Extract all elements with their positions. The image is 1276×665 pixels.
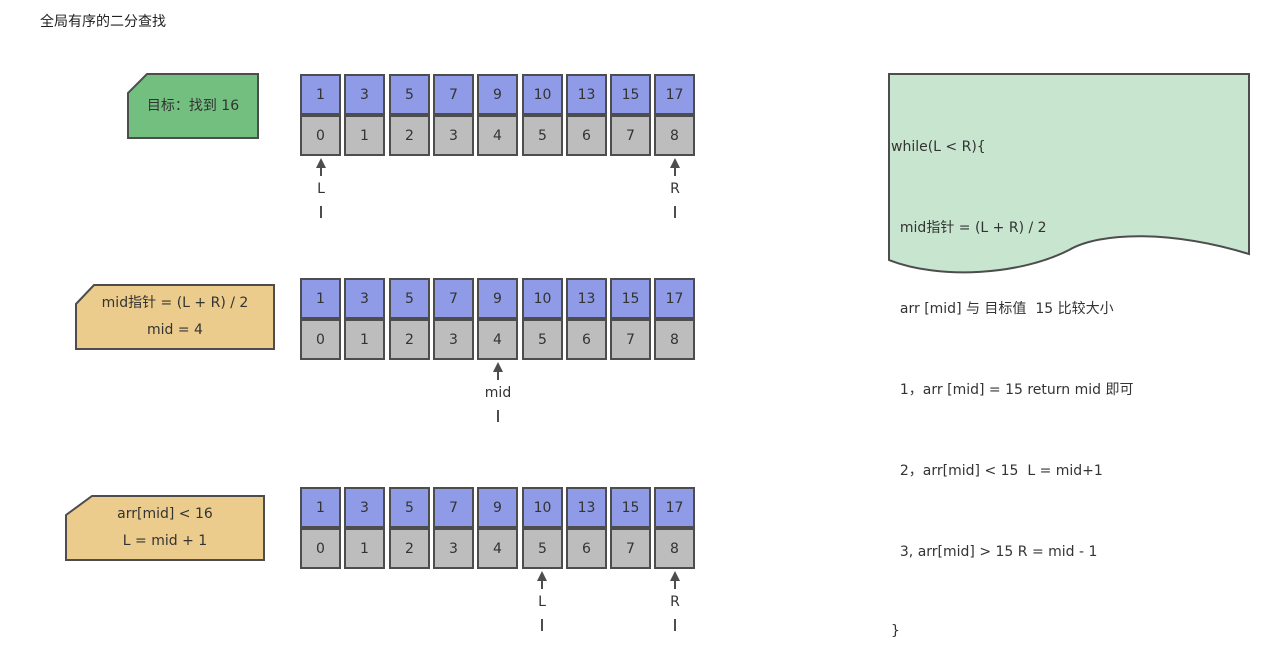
array-3-value-cell: 7: [433, 487, 474, 528]
array-3-value-cell: 5: [389, 487, 430, 528]
array-2-index-cell: 0: [300, 319, 341, 360]
pointer-label-mid: mid: [484, 385, 512, 401]
array-3-index-cell: 7: [610, 528, 651, 569]
code-line-2: mid指针 = (L + R) / 2: [891, 220, 1047, 236]
step-note-1: mid指针 = (L + R) / 2 mid = 4: [76, 285, 274, 349]
pointer-mid-tail: [497, 410, 499, 422]
array-1-index-cell: 3: [433, 115, 474, 156]
array-2-value-cell: 13: [566, 278, 607, 319]
array-1-value-cell: 3: [344, 74, 385, 115]
code-note-shape: [888, 73, 1250, 274]
step-note-2-line-2: L = mid + 1: [122, 533, 208, 549]
pointer-L-tail: [541, 619, 543, 631]
array-2-index-cell: 8: [654, 319, 695, 360]
array-1-index-cell: 5: [522, 115, 563, 156]
array-1-value-cell: 9: [477, 74, 518, 115]
code-line-6: 3, arr[mid] > 15 R = mid - 1: [891, 544, 1098, 560]
target-note-shape: [65, 73, 1250, 561]
pointer-label-L: L: [538, 594, 546, 610]
array-3-value-cell: 10: [522, 487, 563, 528]
array-2-value-cell: 5: [389, 278, 430, 319]
array-3-value-cell: 15: [610, 487, 651, 528]
array-3-value-cell: 17: [654, 487, 695, 528]
array-1-index-cell: 0: [300, 115, 341, 156]
array-1-index-cell: 2: [389, 115, 430, 156]
array-3-index-cell: 6: [566, 528, 607, 569]
array-3-value-cell: 13: [566, 487, 607, 528]
array-3-index-cell: 1: [344, 528, 385, 569]
target-note-text: 目标：找到 16: [146, 97, 240, 114]
array-2-index-cell: 5: [522, 319, 563, 360]
step-note-1-shape: [75, 284, 275, 350]
array-3-index-cell: 4: [477, 528, 518, 569]
step-note-2-shape: [65, 495, 265, 561]
pointer-label-R: R: [670, 594, 680, 610]
array-2-index-cell: 7: [610, 319, 651, 360]
array-3-value-cell: 9: [477, 487, 518, 528]
step-note-1-line-2: mid = 4: [147, 322, 203, 338]
pointer-R-tail: [674, 206, 676, 218]
array-1-value-cell: 15: [610, 74, 651, 115]
target-note: 目标：找到 16: [128, 74, 258, 138]
code-line-1: while(L < R){: [891, 139, 986, 155]
array-3-index-cell: 3: [433, 528, 474, 569]
array-1-value-cell: 1: [300, 74, 341, 115]
array-2-index-cell: 1: [344, 319, 385, 360]
array-2-value-cell: 9: [477, 278, 518, 319]
array-3-index-cell: 2: [389, 528, 430, 569]
pointer-R-tail: [674, 619, 676, 631]
array-1-value-cell: 10: [522, 74, 563, 115]
pointer-L-tail: [320, 206, 322, 218]
array-2-index-cell: 6: [566, 319, 607, 360]
array-2-value-cell: 10: [522, 278, 563, 319]
array-1-value-cell: 7: [433, 74, 474, 115]
step-note-2: arr[mid] < 16 L = mid + 1: [66, 496, 264, 560]
array-1-index-cell: 8: [654, 115, 695, 156]
array-2-index-cell: 4: [477, 319, 518, 360]
array-2-value-cell: 1: [300, 278, 341, 319]
code-line-4: 1，arr [mid] = 15 return mid 即可: [891, 382, 1134, 398]
array-2-value-cell: 3: [344, 278, 385, 319]
array-3-value-cell: 3: [344, 487, 385, 528]
array-1-value-cell: 13: [566, 74, 607, 115]
code-note: while(L < R){ mid指针 = (L + R) / 2 arr [m…: [891, 80, 1133, 665]
code-line-5: 2，arr[mid] < 15 L = mid+1: [891, 463, 1103, 479]
code-line-7: }: [891, 623, 900, 639]
array-1-index-cell: 7: [610, 115, 651, 156]
pointer-label-L: L: [317, 181, 325, 197]
array-1-value-cell: 5: [389, 74, 430, 115]
array-2-value-cell: 15: [610, 278, 651, 319]
array-3-index-cell: 0: [300, 528, 341, 569]
step-note-2-line-1: arr[mid] < 16: [117, 506, 213, 522]
array-1-value-cell: 17: [654, 74, 695, 115]
array-2-value-cell: 7: [433, 278, 474, 319]
array-1-index-cell: 6: [566, 115, 607, 156]
array-1-index-cell: 1: [344, 115, 385, 156]
pointer-label-R: R: [670, 181, 680, 197]
array-2-index-cell: 3: [433, 319, 474, 360]
code-line-3: arr [mid] 与 目标值 15 比较大小: [891, 301, 1114, 317]
array-3-index-cell: 8: [654, 528, 695, 569]
page-title: 全局有序的二分查找: [40, 14, 166, 30]
step-note-1-line-1: mid指针 = (L + R) / 2: [101, 295, 249, 311]
array-3-value-cell: 1: [300, 487, 341, 528]
array-2-value-cell: 17: [654, 278, 695, 319]
array-2-index-cell: 2: [389, 319, 430, 360]
array-3-index-cell: 5: [522, 528, 563, 569]
array-1-index-cell: 4: [477, 115, 518, 156]
